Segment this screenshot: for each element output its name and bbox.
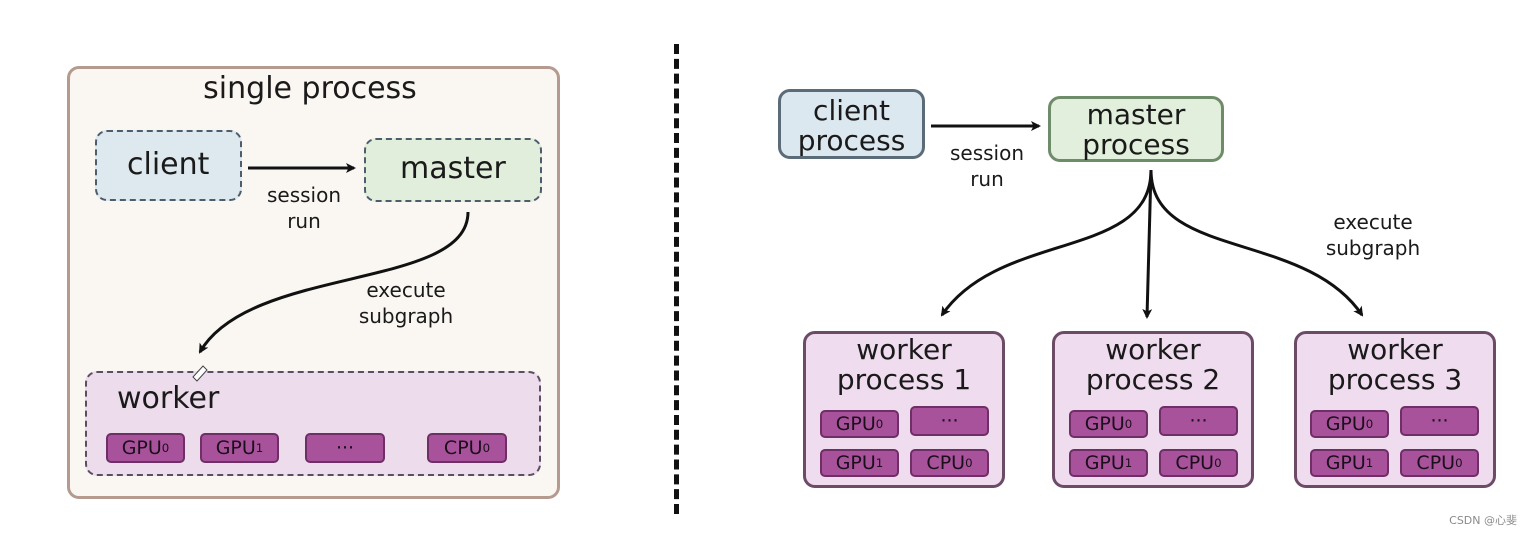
master-box: master bbox=[364, 138, 542, 202]
device-chip-ellipsis: ··· bbox=[305, 433, 385, 463]
section-divider bbox=[674, 44, 679, 514]
master-process-label: master process bbox=[1051, 100, 1221, 160]
master-process-box: master process bbox=[1048, 96, 1224, 162]
process-number-line: process 2 bbox=[1085, 363, 1221, 396]
execute-text: execute bbox=[1333, 210, 1413, 234]
client-process-box: client process bbox=[778, 89, 925, 159]
worker-process-3-title: worker process 3 bbox=[1297, 335, 1493, 395]
arrow-master-to-worker-1 bbox=[940, 169, 1153, 317]
worker-line: worker bbox=[1105, 333, 1201, 366]
pencil-cursor-icon bbox=[192, 365, 208, 382]
wp3-chip-ellipsis: ··· bbox=[1400, 406, 1479, 436]
process-number-line: process 1 bbox=[836, 363, 972, 396]
single-process-title: single process bbox=[203, 71, 417, 106]
wp1-chip-ellipsis: ··· bbox=[910, 406, 989, 436]
process-line: process bbox=[1082, 128, 1190, 161]
arrow-master-to-worker-left bbox=[198, 211, 470, 354]
master-label: master bbox=[400, 151, 506, 186]
worker-line: worker bbox=[856, 333, 952, 366]
run-text: run bbox=[970, 167, 1004, 191]
process-line: process bbox=[797, 124, 906, 157]
client-box: client bbox=[95, 130, 242, 201]
client-line: client bbox=[813, 94, 890, 127]
arrow-master-to-worker-2 bbox=[1142, 169, 1153, 319]
subgraph-text: subgraph bbox=[1325, 236, 1421, 260]
worker-line: worker bbox=[1347, 333, 1443, 366]
run-text: run bbox=[287, 209, 321, 233]
session-run-label-right: session run bbox=[936, 143, 1038, 189]
arrow-master-to-worker-3 bbox=[1149, 169, 1364, 317]
client-label: client bbox=[127, 147, 210, 182]
execute-subgraph-label-left: execute subgraph bbox=[345, 280, 467, 326]
worker-process-2-title: worker process 2 bbox=[1055, 335, 1251, 395]
worker-label: worker bbox=[117, 381, 220, 416]
subgraph-text: subgraph bbox=[358, 304, 454, 328]
master-line: master bbox=[1086, 98, 1186, 131]
session-text: session bbox=[266, 183, 342, 207]
execute-text: execute bbox=[366, 278, 446, 302]
client-process-label: client process bbox=[781, 96, 922, 156]
wp2-chip-ellipsis: ··· bbox=[1159, 406, 1238, 436]
process-number-line: process 3 bbox=[1327, 363, 1463, 396]
execute-subgraph-label-right: execute subgraph bbox=[1312, 212, 1434, 258]
watermark: CSDN @心斐 bbox=[1449, 514, 1517, 527]
session-run-label-left: session run bbox=[252, 185, 356, 231]
worker-process-1-title: worker process 1 bbox=[806, 335, 1002, 395]
session-text: session bbox=[949, 141, 1025, 165]
